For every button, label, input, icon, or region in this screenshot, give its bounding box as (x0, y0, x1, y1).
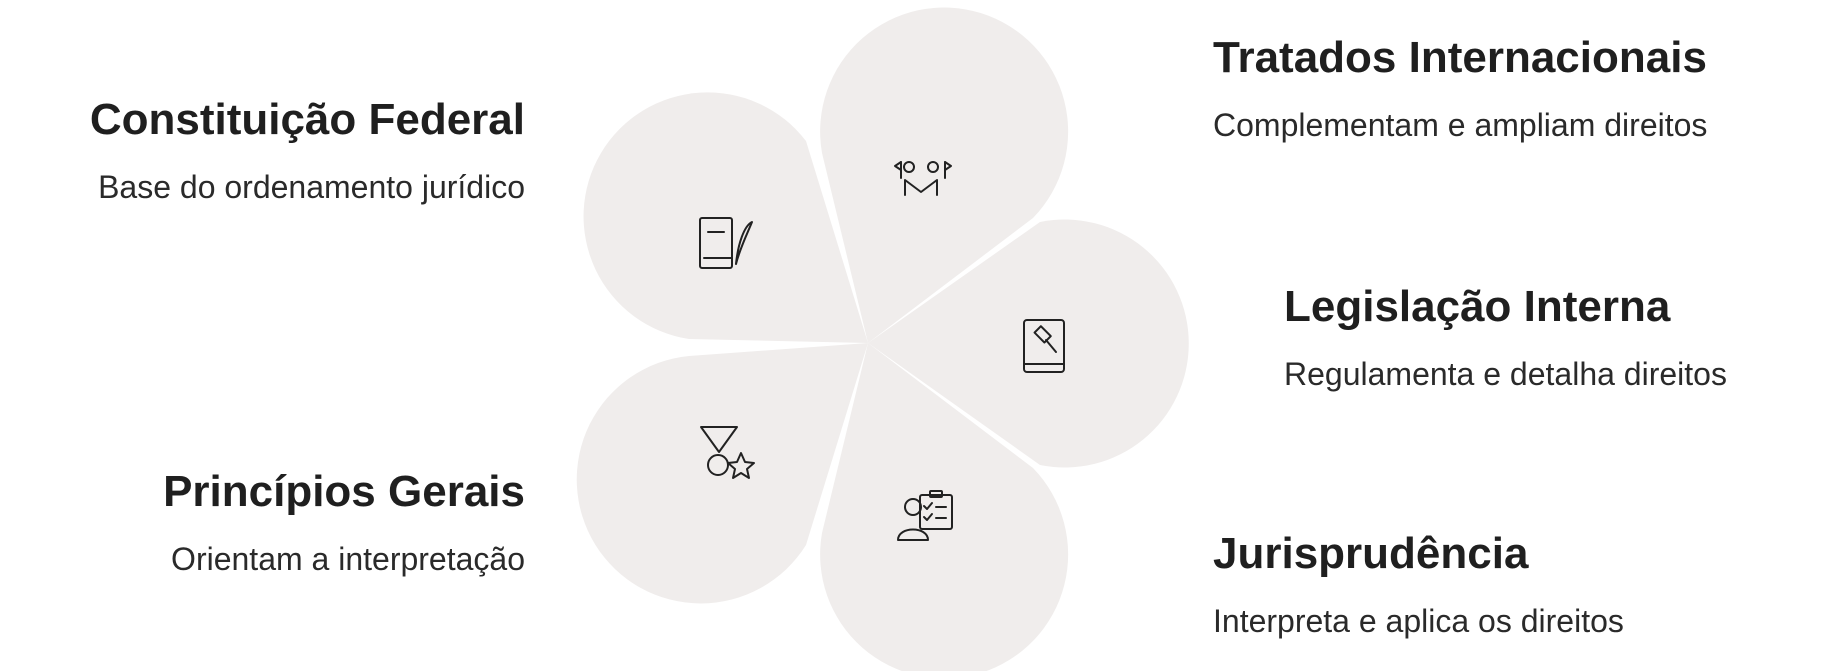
title-tratados: Tratados Internacionais (1213, 33, 1707, 82)
petal-legislacao (868, 219, 1189, 468)
desc-legislacao: Regulamenta e detalha direitos (1284, 356, 1727, 393)
desc-constituicao: Base do ordenamento jurídico (98, 169, 525, 206)
book-feather-icon (699, 217, 753, 269)
person-checklist-icon (897, 490, 953, 541)
label-constituicao: Constituição Federal Base do ordenamento… (89, 95, 525, 207)
desc-principios: Orientam a interpretação (171, 541, 525, 578)
label-tratados: Tratados Internacionais Complementam e a… (1213, 33, 1708, 145)
desc-tratados: Complementam e ampliam direitos (1213, 107, 1708, 144)
title-legislacao: Legislação Interna (1284, 282, 1671, 331)
label-jurisprudencia: Jurisprudência Interpreta e aplica os di… (1213, 529, 1624, 641)
desc-jurisprudencia: Interpreta e aplica os direitos (1213, 603, 1624, 640)
title-principios: Princípios Gerais (163, 467, 525, 516)
medal-star-icon (700, 426, 755, 479)
people-flags-icon (894, 161, 952, 196)
title-constituicao: Constituição Federal (89, 95, 525, 144)
label-principios: Princípios Gerais Orientam a interpretaç… (163, 467, 525, 579)
law-book-gavel-icon (1023, 319, 1065, 373)
label-legislacao: Legislação Interna Regulamenta e detalha… (1284, 282, 1727, 394)
title-jurisprudencia: Jurisprudência (1213, 529, 1529, 578)
